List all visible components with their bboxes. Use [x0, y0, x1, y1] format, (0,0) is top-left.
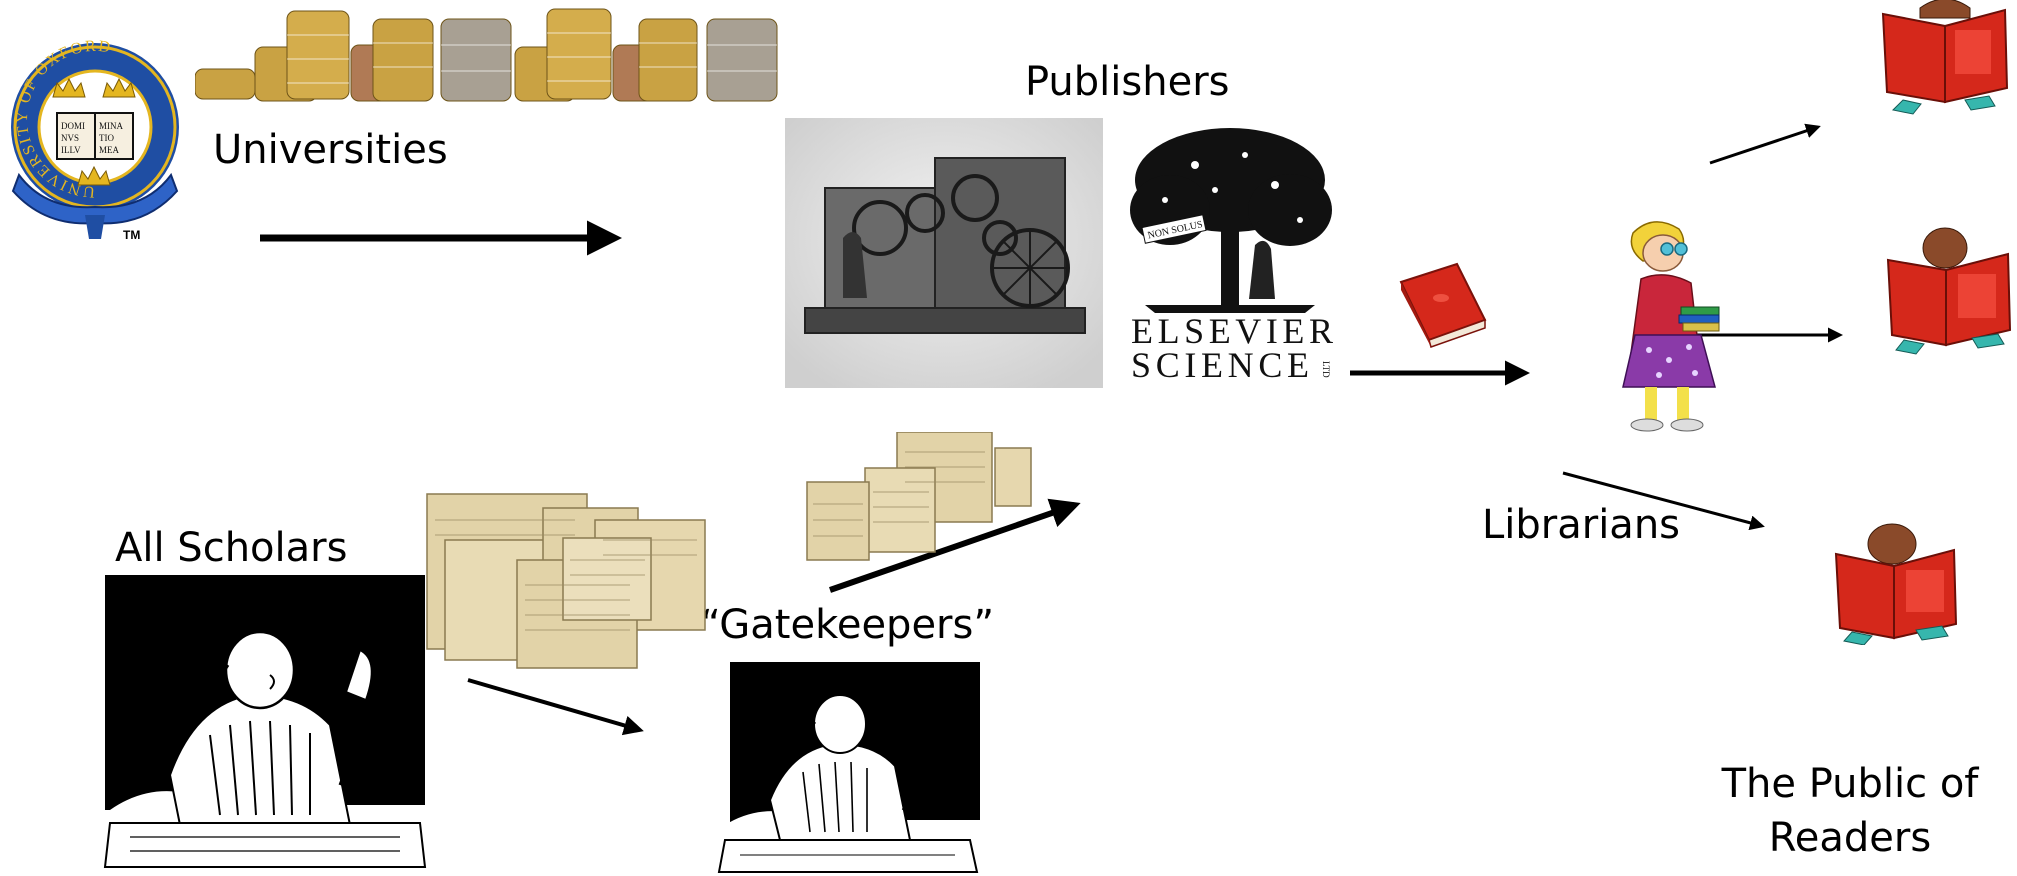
reader-figure-middle: [1880, 220, 2017, 355]
scholar-engraving-large: [100, 575, 435, 873]
coin-stacks-image: [195, 5, 790, 105]
red-book-icon: [1395, 258, 1490, 348]
printing-press-image: [785, 118, 1103, 388]
reader-figure-bottom: [1830, 520, 1970, 645]
librarian-figure: [1605, 215, 1725, 435]
elsevier-line2: SCIENCE: [1131, 345, 1309, 385]
arrow-librarian-to-reader-bottom: [1562, 471, 1765, 531]
publishers-label: Publishers: [1025, 59, 1230, 105]
elsevier-suffix: LTD: [1321, 361, 1331, 378]
scholar-engraving-small: [715, 660, 985, 875]
arrow-gatekeepers-to-publishers: [829, 498, 1081, 593]
public-label-line1: The Public of: [1721, 761, 1979, 807]
arrow-librarian-to-reader-top: [1709, 123, 1821, 165]
public-of-readers-label: The Public of Readers: [1700, 757, 2000, 865]
manuscripts-scholars: [425, 490, 710, 670]
elsevier-science-logo: NON SOLUS ELSEVIER SCIENCE LTD: [1125, 125, 1340, 385]
librarians-label: Librarians: [1482, 502, 1681, 548]
seal-trademark: TM: [123, 228, 140, 242]
all-scholars-label: All Scholars: [115, 525, 348, 571]
gatekeepers-label: “Gatekeepers”: [700, 602, 995, 648]
universities-label: Universities: [213, 127, 448, 173]
public-label-line2: Readers: [1768, 815, 1932, 861]
arrow-scholars-to-gatekeepers: [467, 678, 644, 736]
manuscripts-gatekeepers: [805, 432, 1033, 562]
reader-figure-top: [1875, 0, 2015, 115]
